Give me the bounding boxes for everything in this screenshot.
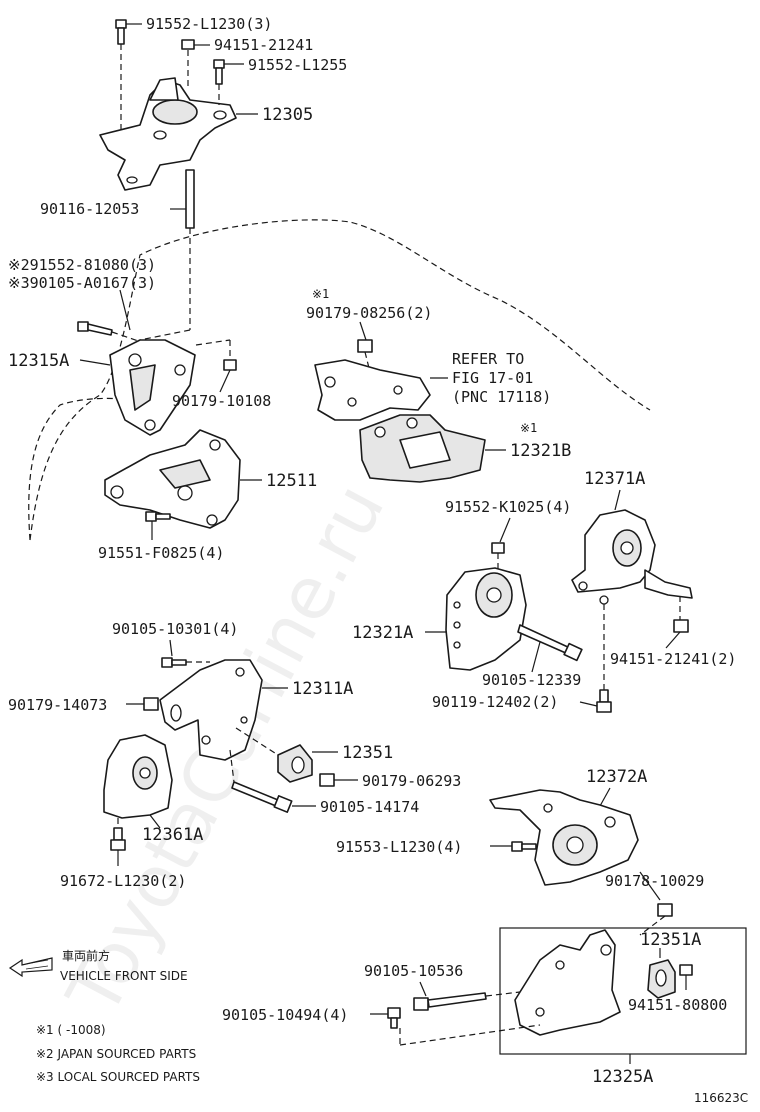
bolt-90119-12402-icon <box>596 689 612 713</box>
refer-line-1: REFER TO <box>452 350 524 368</box>
label-94151-80800: 94151-80800 <box>628 996 727 1014</box>
label-12325A: 12325A <box>592 1067 653 1087</box>
legend-front-jp: 車両前方 <box>62 948 110 963</box>
label-12321A: 12321A <box>352 623 413 643</box>
note1-mark-top: ※1 <box>312 287 329 301</box>
part-12311A-bracket <box>159 659 263 761</box>
label-12511: 12511 <box>266 471 317 491</box>
engine-outline <box>29 219 651 541</box>
label-90179-10108: 90179-10108 <box>172 392 271 410</box>
refer-line-2: FIG 17-01 <box>452 369 533 387</box>
bolt-91552-L1230-icon <box>115 19 127 130</box>
bolt-90105-10536-icon <box>413 992 487 1011</box>
nut-90179-10108-icon <box>195 339 237 371</box>
refer-bracket <box>314 359 431 421</box>
label-12321B: 12321B <box>510 441 571 461</box>
bolt-91552-81080-icon <box>77 321 113 336</box>
label-94151-21241: 94151-21241 <box>214 36 313 54</box>
legend-note2: ※2 JAPAN SOURCED PARTS <box>36 1047 196 1061</box>
bolt-91552-K1025-icon <box>491 542 505 554</box>
refer-line-3: (PNC 17118) <box>452 388 551 406</box>
legend-note1: ※1 ( -1008) <box>36 1023 106 1037</box>
nut-94151-21241-2-icon <box>673 619 689 633</box>
label-90179-08256: 90179-08256(2) <box>306 304 432 322</box>
bolt-91553-L1230-icon <box>511 841 537 852</box>
nut-90179-14073-icon <box>143 697 159 711</box>
part-12325A-bracket <box>514 929 621 1036</box>
legend-note3: ※3 LOCAL SOURCED PARTS <box>36 1070 200 1084</box>
part-12511-bracket <box>104 429 241 529</box>
part-12361A-mount <box>103 734 173 819</box>
bolt-90105-14174-icon <box>231 781 293 813</box>
label-90105-10536: 90105-10536 <box>364 962 463 980</box>
nut-90179-08256-icon <box>357 339 373 353</box>
note1-mark-b: ※1 <box>520 421 537 435</box>
label-90105-A0167: ※390105-A0167(3) <box>8 274 156 292</box>
label-90105-10494: 90105-10494(4) <box>222 1006 348 1024</box>
label-91552-81080: ※291552-81080(3) <box>8 256 156 274</box>
label-91551-F0825: 91551-F0825(4) <box>98 544 224 562</box>
nut-90179-06293-icon <box>319 773 335 787</box>
label-91672-L1230: 91672-L1230(2) <box>60 872 186 890</box>
stud-90116-12053-icon <box>185 169 195 330</box>
label-90179-14073: 90179-14073 <box>8 696 107 714</box>
label-12311A: 12311A <box>292 679 353 699</box>
bolt-91552-L1255-icon <box>213 59 225 105</box>
label-91553-L1230: 91553-L1230(4) <box>336 838 462 856</box>
nut-94151-21241-icon <box>181 39 195 90</box>
part-12372A-mount <box>489 789 639 886</box>
figure-id: 116623C <box>694 1091 748 1105</box>
part-12321A-mount <box>445 567 527 671</box>
label-91552-L1230: 91552-L1230(3) <box>146 15 272 33</box>
nut-94151-80800-icon <box>679 964 693 976</box>
label-12371A: 12371A <box>584 469 645 489</box>
label-12305: 12305 <box>262 105 313 125</box>
label-91552-K1025: 91552-K1025(4) <box>445 498 571 516</box>
label-12372A: 12372A <box>586 767 647 787</box>
part-12315A-bracket <box>109 339 196 436</box>
label-12351: 12351 <box>342 743 393 763</box>
label-90105-12339: 90105-12339 <box>482 671 581 689</box>
engine-outline-left <box>28 397 131 541</box>
label-12361A: 12361A <box>142 825 203 845</box>
label-90178-10029: 90178-10029 <box>605 872 704 890</box>
assembly-box-12325A <box>499 927 747 1055</box>
label-12351A: 12351A <box>640 930 701 950</box>
nut-90178-10029-icon <box>657 903 673 917</box>
part-12305-upper-mount <box>99 77 237 191</box>
label-90119-12402: 90119-12402(2) <box>432 693 558 711</box>
label-90105-14174: 90105-14174 <box>320 798 419 816</box>
label-90116-12053: 90116-12053 <box>40 200 139 218</box>
label-94151-21241-2: 94151-21241(2) <box>610 650 736 668</box>
vehicle-front-arrow-icon <box>8 957 53 978</box>
part-12371A-mount <box>571 509 693 605</box>
label-90105-10301: 90105-10301(4) <box>112 620 238 638</box>
part-12321B-bracket <box>359 414 486 483</box>
bolt-91551-F0825-icon <box>145 511 171 522</box>
label-12315A: 12315A <box>8 351 69 371</box>
bolt-90105-10494-icon <box>387 1007 401 1029</box>
bolt-91672-L1230-icon <box>110 827 126 851</box>
bolt-90105-12339-icon <box>517 624 583 662</box>
label-91552-L1255: 91552-L1255 <box>248 56 347 74</box>
legend-front-en: VEHICLE FRONT SIDE <box>60 969 188 983</box>
bolt-90105-10301-icon <box>161 657 187 668</box>
label-90179-06293: 90179-06293 <box>362 772 461 790</box>
part-12351-bushing <box>277 744 313 783</box>
part-12351A-bushing <box>647 959 676 999</box>
